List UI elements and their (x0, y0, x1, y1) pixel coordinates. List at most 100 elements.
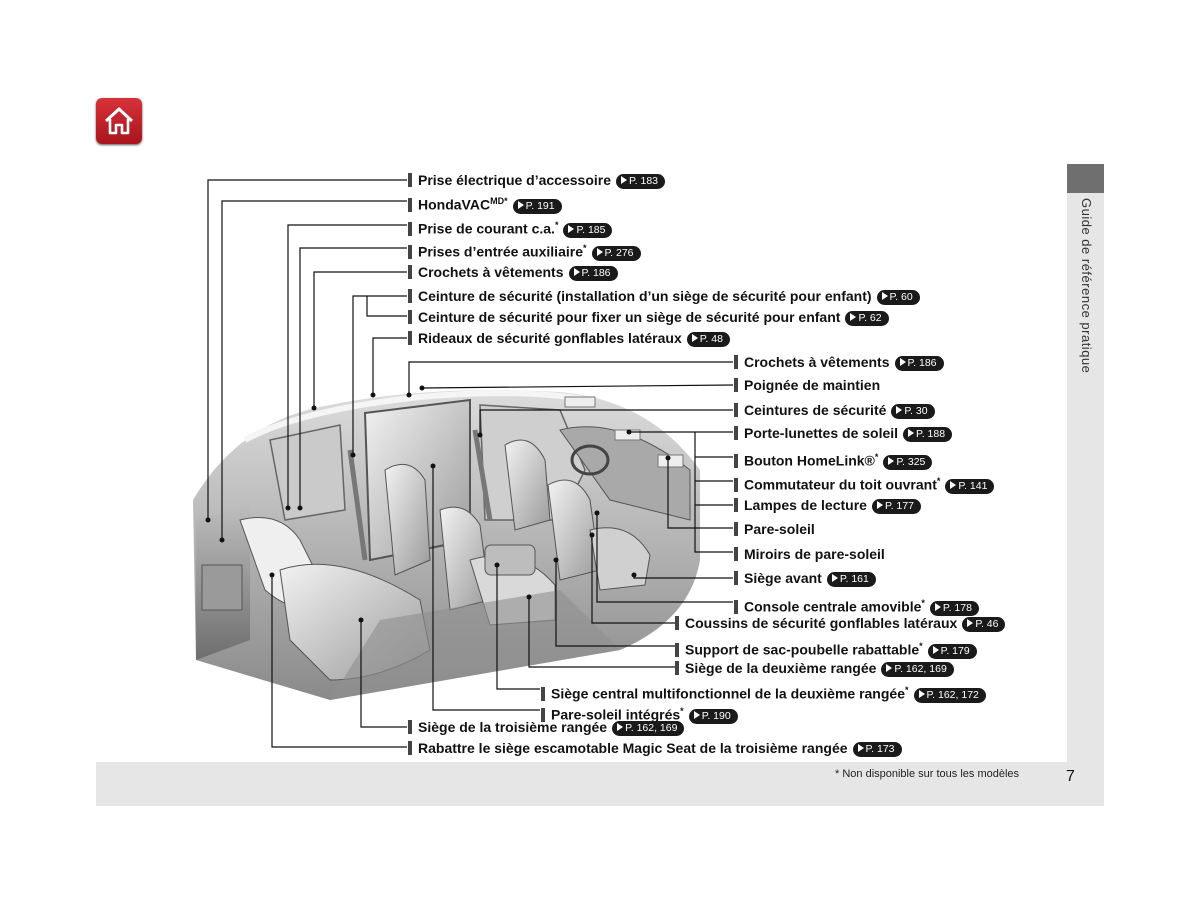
callout-marker (408, 310, 412, 324)
callout-marker (408, 244, 412, 259)
callout-label: Console centrale amovible*P. 178 (734, 594, 979, 616)
callout-text: Commutateur du toit ouvrant (744, 476, 937, 493)
callout-text: Prises d’entrée auxiliaire (418, 243, 583, 260)
page-reference-text: P. 62 (858, 312, 882, 324)
side-tab-marker[interactable] (1067, 164, 1104, 193)
arrow-right-icon (908, 429, 915, 437)
callout-footnote-star: * (554, 220, 559, 230)
page-reference-text: P. 185 (576, 223, 606, 236)
page-reference-link[interactable]: P. 48 (686, 332, 730, 347)
page-reference-text: P. 183 (629, 175, 659, 187)
callout-text: Miroirs de pare-soleil (744, 546, 885, 562)
page-reference-link[interactable]: P. 177 (871, 499, 921, 514)
callout-marker (734, 378, 738, 392)
page-reference-link[interactable]: P. 30 (891, 404, 935, 419)
callout-superscript: MD (490, 196, 505, 206)
callout-marker (541, 707, 545, 722)
page-reference-link[interactable]: P. 62 (845, 311, 889, 326)
callout-label: Siège de la troisième rangée P. 162, 169 (408, 718, 685, 736)
page-reference-link[interactable]: P. 191 (512, 198, 562, 214)
page-reference-link[interactable]: P. 188 (903, 427, 953, 442)
arrow-right-icon (573, 268, 580, 276)
callout-text: Coussins de sécurité gonflables latéraux (685, 615, 958, 631)
callout-marker (734, 403, 738, 417)
page-reference-text: P. 276 (604, 246, 634, 259)
callout-footnote-star: * (921, 598, 925, 608)
callout-footnote-star: * (874, 452, 879, 462)
arrow-right-icon (876, 501, 883, 509)
arrow-right-icon (857, 744, 864, 752)
arrow-right-icon (568, 224, 575, 233)
callout-marker (734, 571, 738, 585)
page-reference-link[interactable]: P. 186 (894, 356, 944, 371)
callout-marker (734, 477, 738, 492)
page-reference-text: P. 162, 169 (894, 663, 947, 675)
callout-text: Pare-soleil (744, 521, 815, 537)
page-reference-text: P. 161 (839, 573, 869, 585)
callout-footnote-star: * (936, 476, 941, 486)
page-reference-link[interactable]: P. 162, 169 (612, 721, 685, 736)
page-reference-link[interactable]: P. 179 (927, 643, 977, 659)
page-reference-text: P. 30 (904, 405, 928, 417)
callout-label: Prise de courant c.a.* P. 185 (408, 216, 613, 238)
callout-text: Poignée de maintien (744, 377, 881, 393)
home-icon (104, 107, 134, 135)
page-reference-text: P. 325 (896, 455, 926, 468)
callout-label: Rabattre le siège escamotable Magic Seat… (408, 739, 902, 757)
page-reference-link[interactable]: P. 162, 169 (881, 662, 954, 677)
callout-text: Siège de la troisième rangée (418, 719, 608, 735)
callout-marker (408, 173, 412, 187)
page-reference-link[interactable]: P. 325 (883, 454, 933, 470)
page-reference-link[interactable]: P. 161 (826, 572, 876, 587)
side-tab-label: Guide de référence pratique (1079, 198, 1094, 374)
page-reference-link[interactable]: P. 190 (688, 708, 738, 724)
callout-footnote-star: * (905, 685, 909, 695)
page-reference-link[interactable]: P. 186 (568, 266, 618, 281)
page-reference-text: P. 179 (940, 644, 970, 657)
page-reference-link[interactable]: P. 141 (945, 478, 995, 494)
page-reference-link[interactable]: P. 185 (563, 222, 613, 238)
callout-text: Bouton HomeLink® (744, 452, 875, 469)
callout-footnote-star: * (919, 641, 923, 651)
callout-label: Poignée de maintien (734, 376, 880, 394)
page-reference-link[interactable]: P. 60 (876, 290, 920, 305)
arrow-right-icon (831, 574, 838, 582)
page-reference-text: P. 188 (916, 428, 946, 440)
page-reference-text: P. 46 (975, 618, 999, 630)
callout-text: Support de sac-poubelle rabattable (685, 641, 920, 658)
page-reference-link[interactable]: P. 178 (929, 600, 979, 616)
page-reference-link[interactable]: P. 276 (591, 245, 641, 261)
page-reference-text: P. 162, 169 (625, 722, 678, 734)
callout-text: Crochets à vêtements (744, 354, 890, 370)
callout-marker (734, 522, 738, 536)
callout-marker (408, 197, 412, 212)
callout-marker (734, 355, 738, 369)
arrow-right-icon (517, 200, 524, 209)
home-button[interactable] (96, 98, 142, 144)
page-reference-link[interactable]: P. 162, 172 (913, 687, 986, 703)
page-reference-link[interactable]: P. 183 (616, 174, 666, 189)
arrow-right-icon (693, 710, 700, 719)
side-tab-bar (1067, 164, 1104, 806)
callout-text: Ceinture de sécurité pour fixer un siège… (418, 309, 841, 325)
callout-label: Ceintures de sécurité P. 30 (734, 401, 935, 419)
arrow-right-icon (899, 358, 906, 366)
arrow-right-icon (881, 292, 888, 300)
page-reference-text: P. 141 (958, 479, 988, 492)
callout-label: Miroirs de pare-soleil (734, 545, 885, 563)
callout-text: Ceintures de sécurité (744, 402, 887, 418)
callout-text: Prise de courant c.a. (418, 220, 555, 237)
callout-label: Coussins de sécurité gonflables latéraux… (675, 614, 1006, 632)
callout-marker (408, 265, 412, 279)
footnote: * Non disponible sur tous les modèles (835, 768, 1020, 780)
arrow-right-icon (934, 602, 941, 611)
page-reference-link[interactable]: P. 173 (852, 742, 902, 757)
page-reference-link[interactable]: P. 46 (962, 617, 1006, 632)
callout-marker (675, 642, 679, 657)
page-reference-text: P. 60 (889, 291, 913, 303)
